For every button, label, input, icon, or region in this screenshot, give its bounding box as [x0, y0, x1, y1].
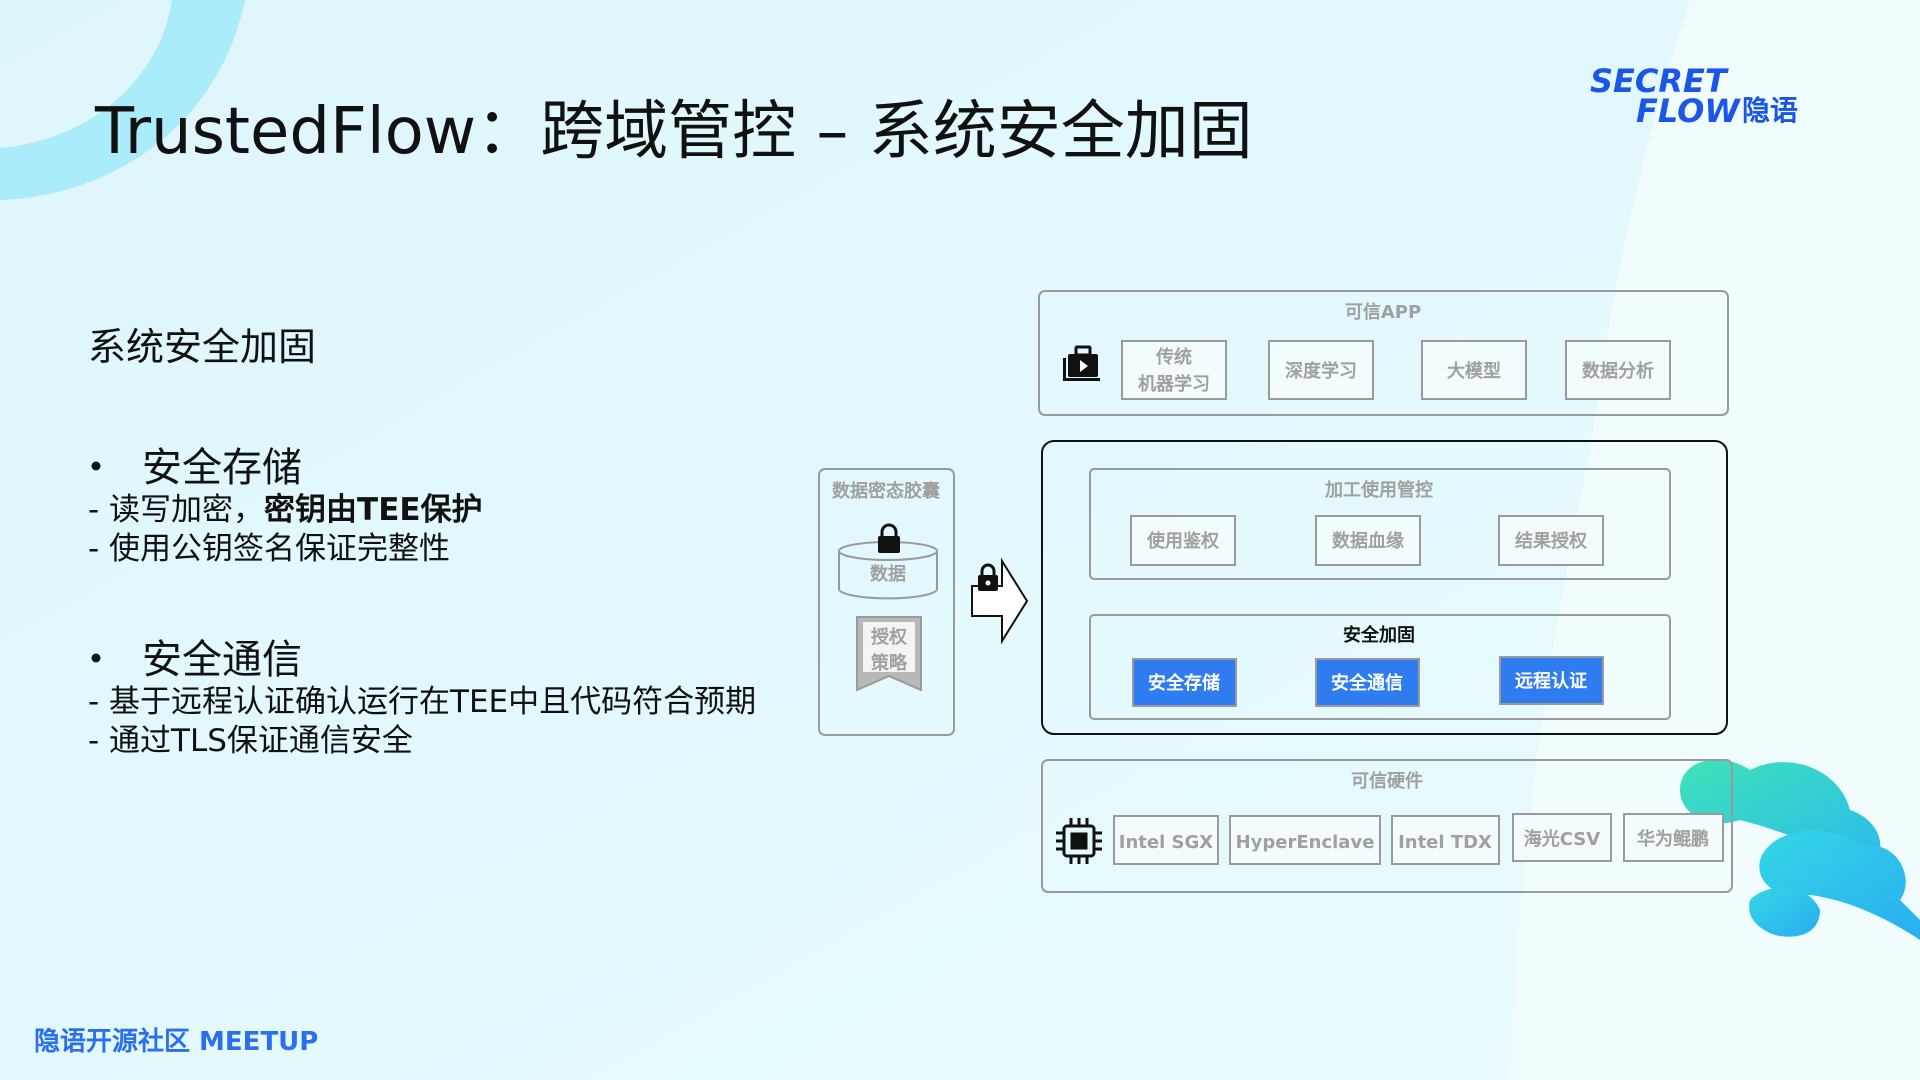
logo-line2: FLOW	[1636, 92, 1741, 130]
bullet-2-line-1: - 基于远程认证确认运行在TEE中且代码符合预期	[88, 684, 756, 720]
bullet-1-line-2: - 使用公钥签名保证完整性	[88, 531, 450, 567]
hw-item-sgx-label: Intel SGX	[1119, 832, 1213, 853]
hardening-item-attest-label: 远程认证	[1515, 670, 1587, 692]
app-item-ml-line2: 机器学习	[1138, 373, 1210, 395]
usage-control-title: 加工使用管控	[1324, 479, 1433, 501]
app-item-ml-line1: 传统	[1155, 346, 1192, 368]
usage-item-lineage-label: 数据血缘	[1332, 530, 1404, 552]
policy-label-2: 策略	[871, 652, 908, 674]
trusted-app-title: 可信APP	[1345, 301, 1421, 323]
hardening-title: 安全加固	[1343, 624, 1415, 646]
hw-item-kunpeng-label: 华为鲲鹏	[1637, 828, 1709, 850]
hardening-item-storage-label: 安全存储	[1148, 672, 1220, 694]
hw-item-hyperenclave-label: HyperEnclave	[1236, 832, 1375, 853]
bullet-heading-2: 安全通信	[142, 637, 302, 683]
bullet-1-line-1-bold: 密钥由TEE保护	[264, 492, 483, 528]
bullet-2-line-2: - 通过TLS保证通信安全	[88, 723, 413, 759]
bullet-1-line-1: - 读写加密，密钥由TEE保护	[88, 492, 483, 528]
footer-text: 隐语开源社区 MEETUP	[34, 1026, 318, 1057]
bullet-dot	[92, 654, 101, 663]
policy-label-1: 授权	[871, 626, 908, 648]
data-label: 数据	[870, 563, 906, 585]
hw-item-tdx-label: Intel TDX	[1398, 832, 1492, 853]
hardening-item-comm-label: 安全通信	[1331, 672, 1403, 694]
app-item-llm-label: 大模型	[1447, 360, 1501, 382]
usage-item-auth-label: 使用鉴权	[1146, 530, 1220, 552]
bullet-heading-1: 安全存储	[142, 445, 302, 491]
app-item-analysis-label: 数据分析	[1582, 360, 1654, 382]
bullet-1-line-1-plain: - 读写加密，	[88, 492, 264, 528]
bullet-dot	[92, 462, 101, 471]
hw-item-csv-label: 海光CSV	[1524, 828, 1601, 850]
page-title: TrustedFlow：跨域管控 – 系统安全加固	[94, 95, 1253, 169]
capsule-title: 数据密态胶囊	[832, 480, 941, 502]
usage-item-result-auth-label: 结果授权	[1515, 530, 1588, 552]
logo-cn: 隐语	[1742, 94, 1798, 127]
hardware-title: 可信硬件	[1351, 770, 1423, 792]
app-item-dl-label: 深度学习	[1285, 360, 1357, 382]
section-heading: 系统安全加固	[88, 325, 316, 369]
